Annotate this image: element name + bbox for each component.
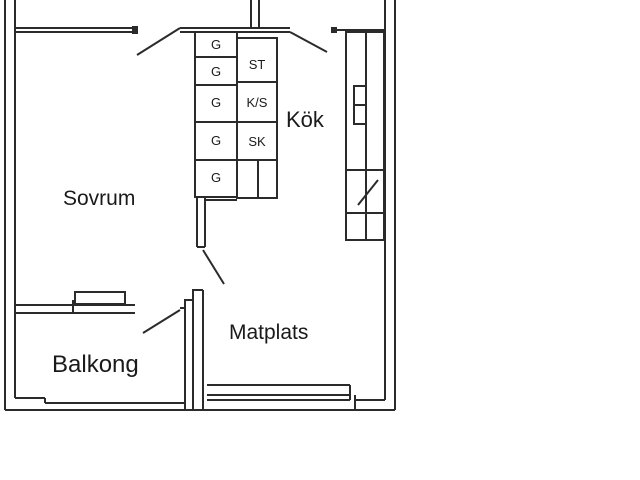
cabinet-block: [194, 31, 278, 199]
wall-partition: [196, 197, 237, 248]
cabinet-label-sk: SK: [248, 134, 266, 149]
wall-top-left: [15, 26, 138, 34]
room-label-balkong: Balkong: [52, 351, 139, 378]
room-label-kok: Kök: [286, 107, 324, 132]
cabinet-label-g: G: [210, 64, 222, 79]
room-label-matplats: Matplats: [229, 321, 309, 344]
cabinet-label-st: ST: [248, 57, 266, 72]
outer-wall-left: [4, 0, 16, 410]
wall-balcony-right: [180, 289, 204, 410]
door-swing-matplats: [202, 249, 225, 285]
cabinet-label-g: G: [210, 37, 222, 52]
cabinet-label-g: G: [210, 170, 222, 185]
cabinet-label-g: G: [210, 95, 222, 110]
window-bottom: [207, 384, 351, 401]
door-swing-sovrum: [136, 27, 181, 56]
outer-wall-right: [354, 0, 396, 410]
wall-top-center: [180, 0, 290, 33]
cabinet-label-g: G: [210, 133, 222, 148]
door-swing-kok: [289, 31, 328, 53]
wall-balcony: [15, 291, 135, 314]
door-swing-balkong: [142, 309, 181, 334]
outer-wall-bottom: [5, 397, 395, 411]
room-label-sovrum: Sovrum: [63, 187, 136, 210]
cabinet-label-ks: K/S: [246, 95, 268, 110]
kitchen-counter: [331, 27, 385, 241]
